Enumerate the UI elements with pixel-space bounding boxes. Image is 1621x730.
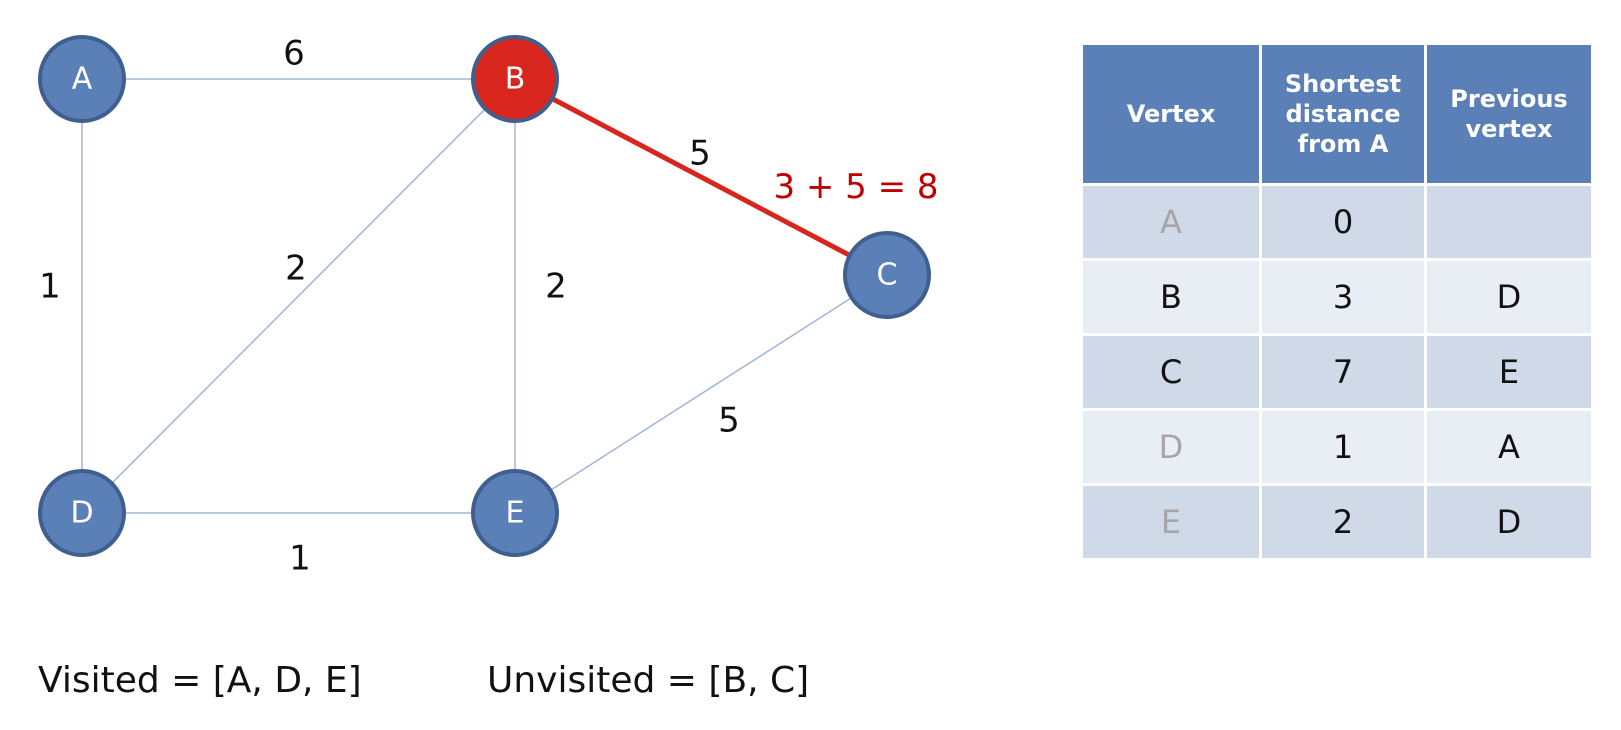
cell-previous-vertex: D <box>1427 486 1591 558</box>
graph-diagram: 6 1 2 2 5 1 5 3 + 5 = 8 A B C D E Visited = [A, D,… <box>38 34 939 701</box>
edge-b-c <box>513 76 889 278</box>
edge-weight-e-c: 5 <box>718 401 740 441</box>
cell-previous-vertex: A <box>1427 411 1591 483</box>
cell-previous-vertex: D <box>1427 261 1591 333</box>
unvisited-set-label: Unvisited = [B, C] <box>487 660 809 701</box>
node-d: D <box>38 469 126 557</box>
cell-shortest-distance: 7 <box>1262 336 1424 408</box>
cell-vertex: E <box>1083 486 1259 558</box>
cell-previous-vertex <box>1427 186 1591 258</box>
edge-weight-b-d: 2 <box>285 249 307 289</box>
node-a: A <box>38 35 126 123</box>
cell-shortest-distance: 1 <box>1262 411 1424 483</box>
header-distance-line-2: distance <box>1285 100 1401 128</box>
cell-vertex: C <box>1083 336 1259 408</box>
node-label: C <box>877 258 898 293</box>
table-header-row: Vertex Shortest distance from A Previous… <box>1083 45 1591 183</box>
header-previous-line-2: vertex <box>1465 115 1553 143</box>
cell-shortest-distance: 0 <box>1262 186 1424 258</box>
node-circle <box>471 469 559 557</box>
edge-weight-b-e: 2 <box>545 267 567 307</box>
edge-b-d <box>81 78 516 514</box>
header-vertex: Vertex <box>1083 45 1259 183</box>
distance-calculation-label: 3 + 5 = 8 <box>773 167 938 207</box>
edge-weight-d-e: 1 <box>289 539 311 579</box>
edge-weight-a-d: 1 <box>39 267 61 307</box>
header-distance-line-1: Shortest <box>1284 70 1402 98</box>
visited-set-label: Visited = [A, D, E] <box>38 660 362 701</box>
node-circle <box>471 35 559 123</box>
header-shortest-distance: Shortest distance from A <box>1262 45 1424 183</box>
node-circle <box>843 231 931 319</box>
node-label: D <box>70 496 93 531</box>
node-e: E <box>471 469 559 557</box>
node-label: B <box>505 62 526 97</box>
header-distance-line-3: from A <box>1297 130 1389 158</box>
header-previous-vertex: Previous vertex <box>1427 45 1591 183</box>
node-circle <box>38 469 126 557</box>
node-circle <box>38 35 126 123</box>
edge-weight-b-c: 5 <box>689 134 711 174</box>
node-c: C <box>843 231 931 319</box>
edge-weight-a-b: 6 <box>283 34 305 74</box>
edge-e-c <box>514 274 888 514</box>
node-label: E <box>506 496 525 531</box>
header-previous-line-1: Previous <box>1450 85 1568 113</box>
cell-vertex: D <box>1083 411 1259 483</box>
distance-table: Vertex Shortest distance from A Previous… <box>1080 42 1594 561</box>
cell-shortest-distance: 3 <box>1262 261 1424 333</box>
node-label: A <box>72 62 93 97</box>
cell-vertex: A <box>1083 186 1259 258</box>
node-b: B <box>471 35 559 123</box>
cell-shortest-distance: 2 <box>1262 486 1424 558</box>
cell-vertex: B <box>1083 261 1259 333</box>
cell-previous-vertex: E <box>1427 336 1591 408</box>
